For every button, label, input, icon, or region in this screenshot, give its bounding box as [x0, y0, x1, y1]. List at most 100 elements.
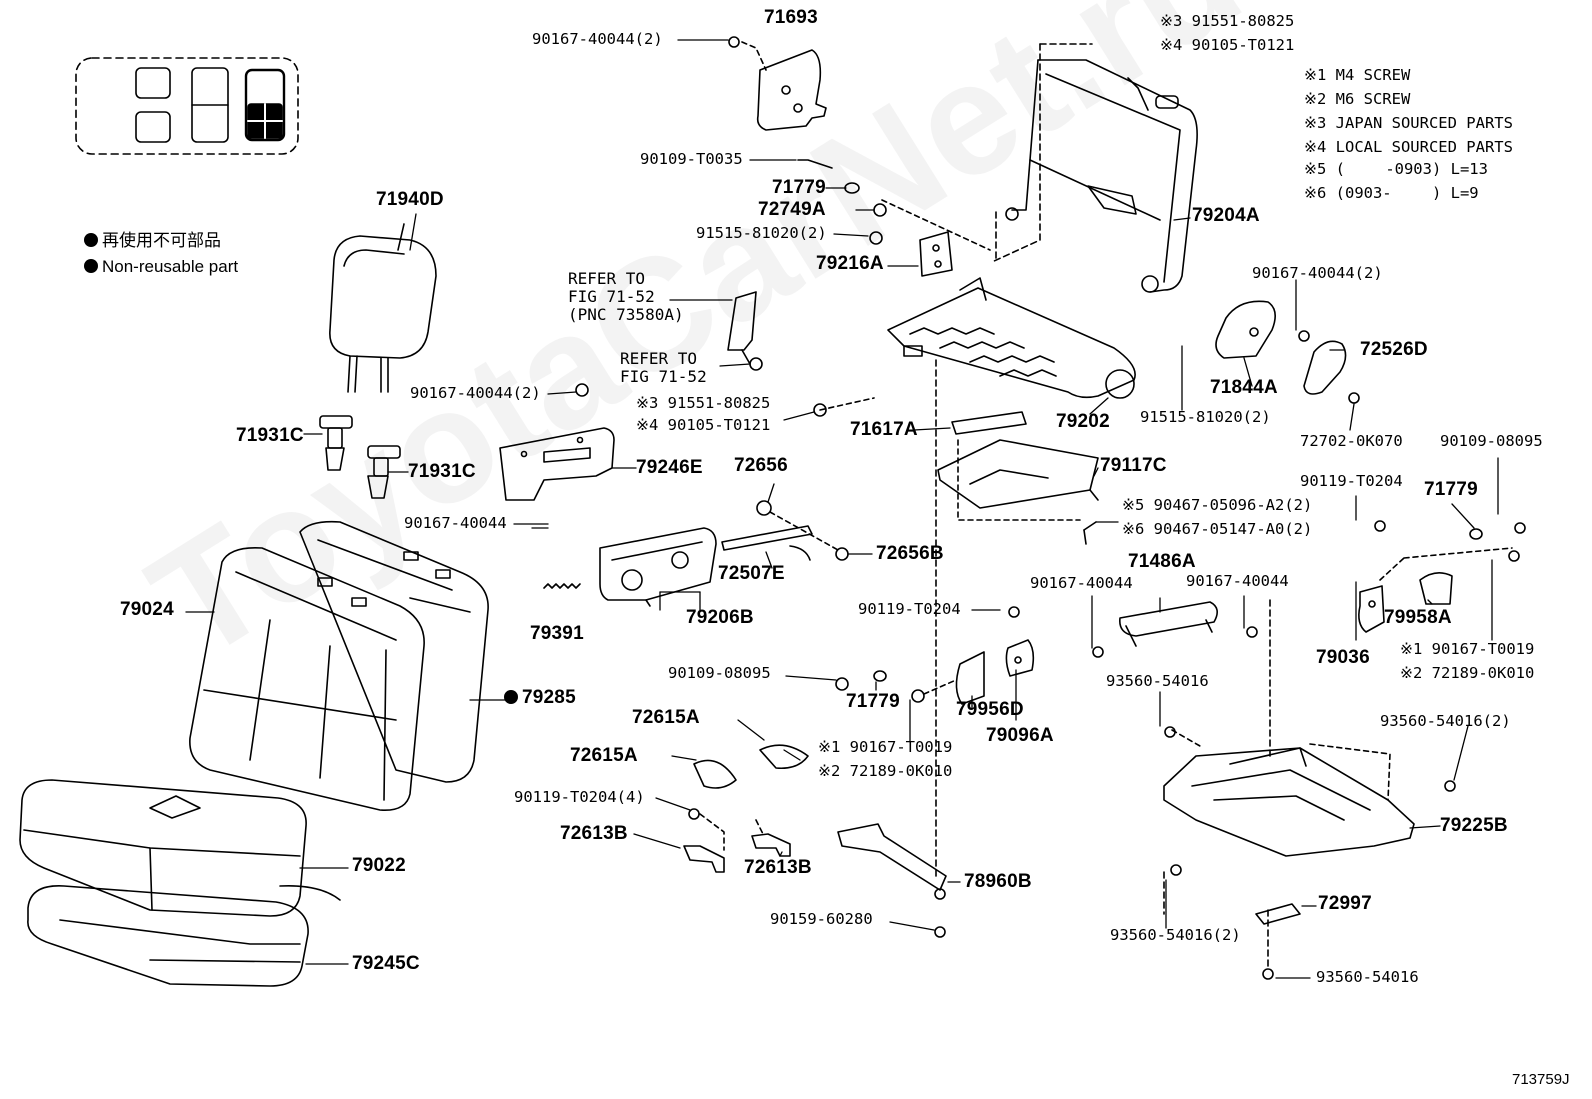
part-label-79202: 79202: [1056, 411, 1110, 432]
fasteners-middle: [835, 670, 957, 703]
std-part-90105-T0121-mid: ※4 90105-T0121: [636, 416, 771, 434]
part-label-71779-c: 71779: [1424, 479, 1478, 500]
part-label-79391: 79391: [530, 623, 584, 644]
std-part-93560-54016-2-a: 93560-54016(2): [1380, 712, 1511, 730]
fasteners-upper: [575, 159, 991, 417]
part-label-72615A-b: 72615A: [570, 745, 638, 766]
part-label-79285: 79285: [504, 688, 576, 707]
pad-71617A: [951, 411, 1027, 435]
part-label-79245C: 79245C: [352, 953, 420, 974]
part-label-72613B-b: 72613B: [744, 857, 812, 878]
std-part-90167-40044-2-a: 90167-40044(2): [532, 30, 663, 48]
cushion-frame-79202: [887, 277, 1136, 399]
std-part-90167-40044-a: 90167-40044: [404, 514, 507, 532]
spring-79391: [543, 583, 581, 589]
part-label-72613B-a: 72613B: [560, 823, 628, 844]
std-part-72189-0K010-mid: ※2 72189-0K010: [818, 762, 953, 780]
seatback-cover: [189, 546, 425, 811]
std-part-90105-T0121-top: ※4 90105-T0121: [1160, 36, 1295, 54]
headrest: [329, 223, 437, 393]
std-part-90119-T0204-4: 90119-T0204(4): [514, 788, 645, 806]
part-label-71931C-a: 71931C: [236, 425, 304, 446]
std-part-91551-80825-mid: ※3 91551-80825: [636, 394, 771, 412]
sheet-79117C: [937, 439, 1099, 545]
note-6: ※6 (0903- ) L=9: [1304, 184, 1479, 202]
cover-72615A-upper: [759, 744, 809, 770]
part-label-79216A: 79216A: [816, 253, 884, 274]
handle-71486A: [1092, 601, 1258, 658]
cover-79958A: [1374, 520, 1526, 605]
part-label-71779-a: 71779: [772, 177, 826, 198]
knob-72526D: [1303, 340, 1360, 404]
release-lever-72507E: [721, 500, 849, 561]
seat-cushion-pad: [27, 885, 309, 987]
note-3: ※3 JAPAN SOURCED PARTS: [1304, 114, 1513, 132]
part-label-71940D: 71940D: [376, 189, 444, 210]
part-label-72997: 72997: [1318, 893, 1372, 914]
hinge-cover-71844A: [1215, 300, 1310, 359]
part-label-79022: 79022: [352, 855, 406, 876]
std-part-90167-T0019-right: ※1 90167-T0019: [1400, 640, 1535, 658]
headrest-support-left: [319, 415, 353, 471]
part-label-71844A: 71844A: [1210, 377, 1278, 398]
part-label-72507E: 72507E: [718, 563, 785, 584]
cover-79096A: [1005, 606, 1035, 677]
part-label-72615A-a: 72615A: [632, 707, 700, 728]
part-label-72526D: 72526D: [1360, 339, 1428, 360]
bracket-72613B-left: [683, 813, 725, 873]
note-5: ※5 ( -0903) L=13: [1304, 160, 1488, 178]
std-part-90167-40044-c: 90167-40044: [1186, 572, 1289, 590]
part-label-71617A: 71617A: [850, 419, 918, 440]
part-label-79246E: 79246E: [636, 457, 703, 478]
part-label-79956D: 79956D: [956, 699, 1024, 720]
clip-72997: [1255, 903, 1301, 925]
non-reusable-dot-icon: [504, 690, 518, 704]
std-part-72702-0K070: 72702-0K070: [1300, 432, 1403, 450]
part-label-72656B: 72656B: [876, 543, 944, 564]
std-part-90467-05147-A0: ※6 90467-05147-A0(2): [1122, 520, 1313, 538]
std-part-90109-T0035: 90109-T0035: [640, 150, 743, 168]
part-label-79036: 79036: [1316, 647, 1370, 668]
std-part-93560-54016-a: 93560-54016: [1106, 672, 1209, 690]
std-part-90159-60280: 90159-60280: [770, 910, 873, 928]
std-part-90119-T0204-b: 90119-T0204: [858, 600, 961, 618]
bracket-79216A: [919, 231, 953, 277]
seat-base-79225B: [1163, 726, 1456, 980]
seat-layout-inset: [75, 57, 299, 155]
side-panel-79246E: [499, 427, 615, 501]
part-label-71486A: 71486A: [1128, 551, 1196, 572]
legend-jp: 再使用不可部品: [84, 232, 221, 249]
seat-belt-buckle: [727, 291, 763, 371]
std-part-91515-81020-2-b: 91515-81020(2): [1140, 408, 1271, 426]
std-part-90167-40044-2-c: 90167-40044(2): [1252, 264, 1383, 282]
part-label-79096A: 79096A: [986, 725, 1054, 746]
seat-cushion-cover: [19, 779, 341, 917]
std-part-90167-40044-2-b: 90167-40044(2): [410, 384, 541, 402]
hinge-cover-71693: [728, 36, 827, 131]
std-part-91515-81020-2-a: 91515-81020(2): [696, 224, 827, 242]
legend-en: Non-reusable part: [84, 258, 238, 275]
non-reusable-dot-icon: [84, 259, 98, 273]
bracket-79036: [1358, 585, 1385, 633]
cover-79956D: [955, 651, 985, 705]
std-part-90119-T0204-a: 90119-T0204: [1300, 472, 1403, 490]
part-label-79225B: 79225B: [1440, 815, 1508, 836]
part-label-72656: 72656: [734, 455, 788, 476]
std-part-90167-T0019-mid: ※1 90167-T0019: [818, 738, 953, 756]
non-reusable-dot-icon: [84, 233, 98, 247]
note-1: ※1 M4 SCREW: [1304, 66, 1411, 84]
seatback-frame-79204A: [991, 43, 1198, 293]
bracket-72613B-right: [751, 819, 791, 857]
std-part-72189-0K010-right: ※2 72189-0K010: [1400, 664, 1535, 682]
leader-lines: [185, 39, 1499, 979]
part-label-71693: 71693: [764, 7, 818, 28]
seatback-rear-pad: [299, 520, 489, 783]
part-label-79958A: 79958A: [1384, 607, 1452, 628]
part-label-79206B: 79206B: [686, 607, 754, 628]
part-label-79204A: 79204A: [1192, 205, 1260, 226]
part-label-71931C-b: 71931C: [408, 461, 476, 482]
part-label-79024: 79024: [120, 599, 174, 620]
std-part-90109-08095-a: 90109-08095: [1440, 432, 1543, 450]
